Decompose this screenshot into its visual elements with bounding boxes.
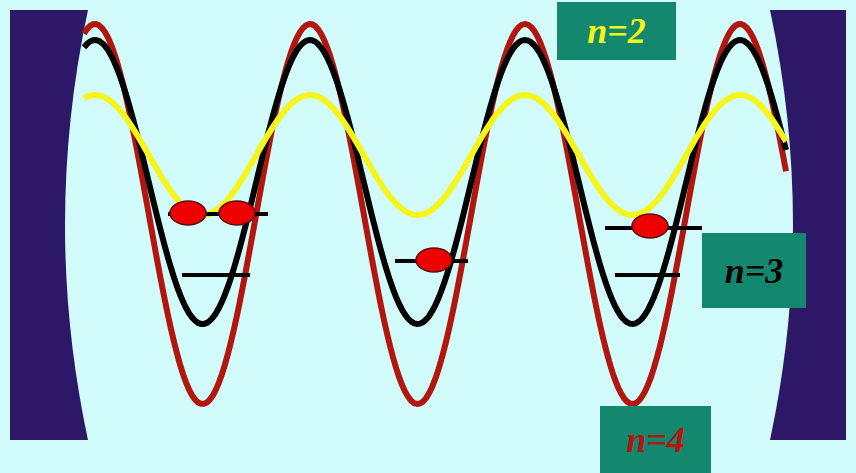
label-box: n=4: [600, 406, 711, 473]
potential-curve: [84, 95, 786, 215]
energy-level: [182, 273, 250, 277]
quantum-number: n=3: [725, 253, 784, 289]
label-box: n=3: [702, 233, 806, 308]
atom: [416, 248, 452, 272]
cavity-mirror: [770, 10, 846, 440]
energy-level: [615, 273, 680, 277]
label-box: n=2: [557, 2, 676, 60]
quantum-number: n=2: [587, 13, 646, 49]
atom: [219, 201, 255, 225]
atom: [170, 201, 206, 225]
potential-curve: [84, 40, 786, 324]
quantum-number: n=4: [626, 422, 685, 458]
atom: [632, 214, 668, 238]
cavity-mirror: [10, 10, 88, 440]
potential-curve: [84, 24, 786, 404]
atoms: [170, 201, 668, 272]
